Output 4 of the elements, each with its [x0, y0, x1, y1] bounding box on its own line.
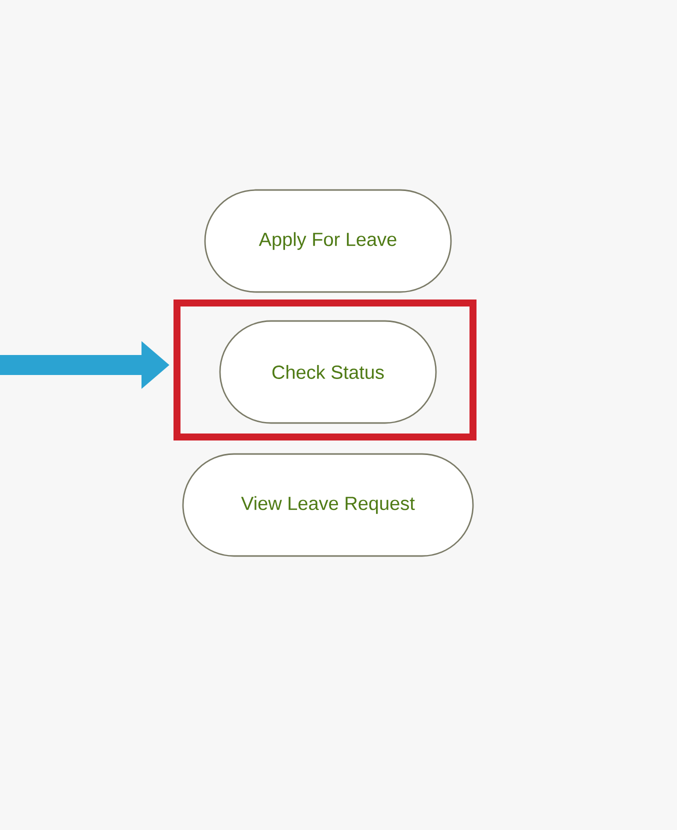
highlight-frame [174, 300, 476, 440]
pill-button: View Leave Request [182, 453, 474, 557]
pill-button: Check Status [219, 320, 437, 424]
pill-button: Apply For Leave [204, 189, 452, 293]
